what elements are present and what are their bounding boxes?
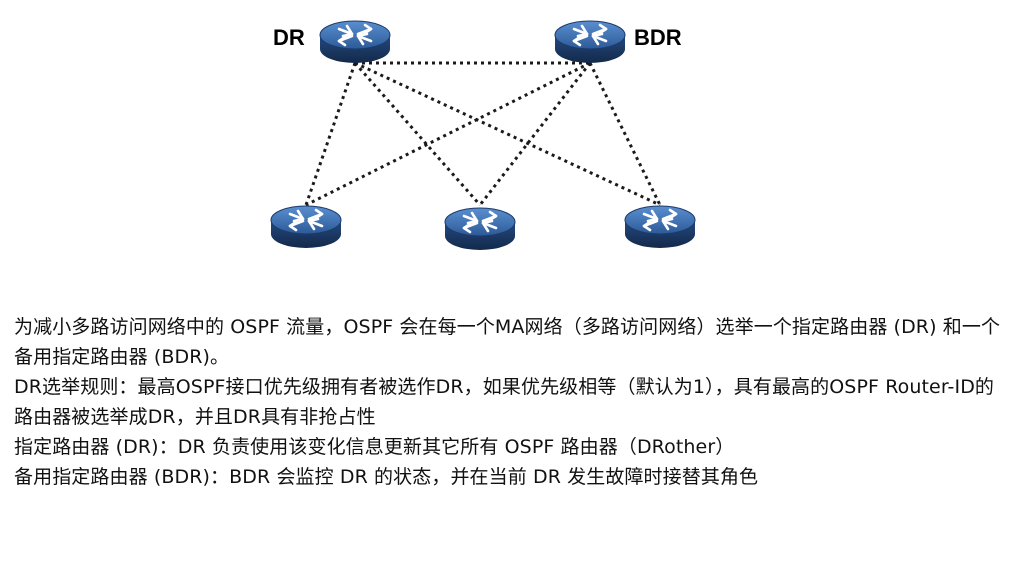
dr-role-paragraph: 指定路由器 (DR)：DR 负责使用该变化信息更新其它所有 OSPF 路由器（D…: [14, 436, 735, 458]
router-icon: [623, 204, 697, 250]
router-icon: [553, 19, 627, 65]
intro-paragraph: 为减小多路访问网络中的 OSPF 流量，OSPF 会在每一个MA网络（多路访问网…: [14, 316, 1001, 368]
links: [304, 61, 662, 207]
bdr-role-paragraph: 备用指定路由器 (BDR)：BDR 会监控 DR 的状态，并在当前 DR 发生故…: [14, 466, 759, 488]
router-icon: [269, 204, 343, 250]
link-dr-r1: [304, 62, 357, 206]
bdr-label: BDR: [634, 25, 682, 50]
ospf-dr-bdr-diagram: DR BDR: [269, 19, 697, 252]
election-rule-paragraph: DR选举规则：最高OSPF接口优先级拥有者被选作DR，如果优先级相等（默认为1）…: [14, 376, 995, 428]
link-bdr-r2: [478, 62, 592, 206]
description: 为减小多路访问网络中的 OSPF 流量，OSPF 会在每一个MA网络（多路访问网…: [14, 312, 1004, 492]
router-icon: [443, 206, 517, 252]
link-dr-r2: [353, 62, 482, 206]
link-dr-r3: [354, 61, 661, 207]
router-icon: [318, 19, 392, 65]
dr-label: DR: [273, 25, 305, 50]
link-bdr-r3: [588, 62, 662, 206]
